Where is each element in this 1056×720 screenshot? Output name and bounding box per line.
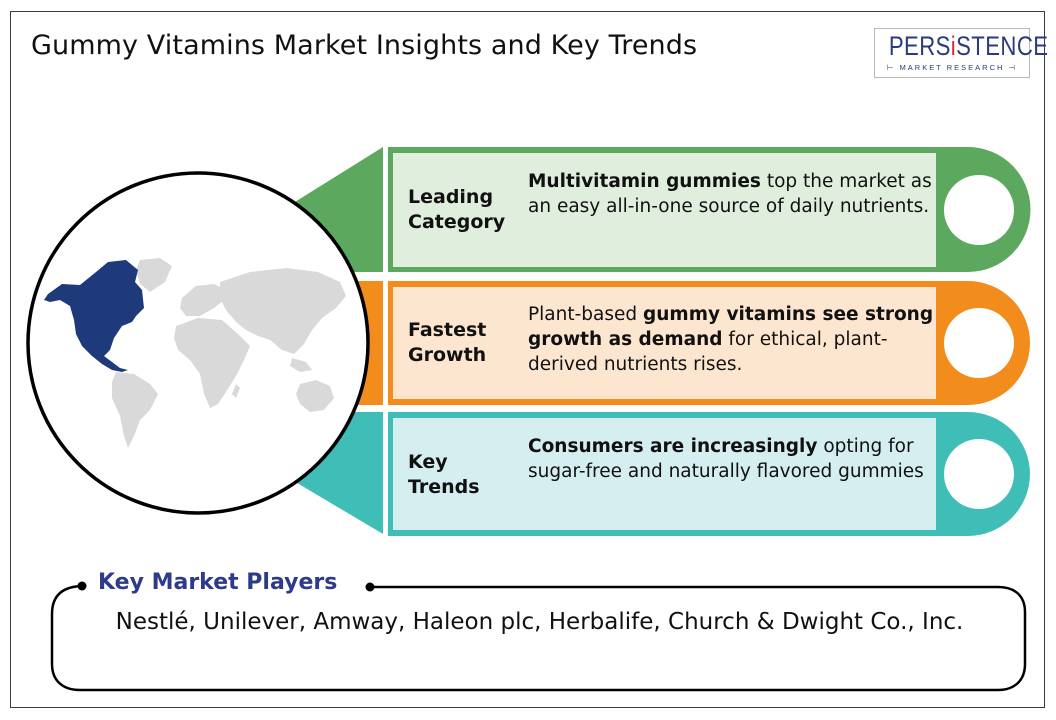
europe-shape	[180, 284, 226, 316]
persistence-logo: PERSiSTENCE ⊢ MARKET RESEARCH ⊣	[874, 28, 1049, 78]
greenland-shape	[136, 258, 172, 292]
insight-label-fastest-growth: Fastest Growth	[408, 319, 487, 366]
south-america-shape	[112, 372, 158, 448]
australia-shape	[296, 380, 334, 412]
southeast-asia-shape	[290, 358, 312, 372]
insight-text-key-trends: Consumers are increasingly opting for su…	[528, 436, 924, 482]
players-list: Nestlé, Unilever, Amway, Haleon plc, Her…	[115, 609, 964, 635]
outer-frame	[10, 11, 1045, 708]
insight-bar-leading-category	[388, 147, 1031, 272]
insight-text-leading-category: Multivitamin gummies top the market as a…	[528, 171, 932, 217]
logo-brand: PERSiSTENCE	[888, 31, 1049, 61]
africa-shape	[174, 318, 250, 408]
players-box-outline	[50, 581, 1027, 692]
page-title: Gummy Vitamins Market Insights and Key T…	[31, 30, 698, 61]
green-bullet-circle	[944, 175, 1014, 245]
teal-bullet-circle	[944, 439, 1014, 509]
players-heading: Key Market Players	[96, 570, 340, 595]
insight-bar-key-trends	[388, 412, 1030, 536]
players-heading-dot-right	[365, 582, 375, 592]
north-america-shape	[44, 260, 144, 372]
madagascar-shape	[232, 384, 240, 398]
insight-label-leading-category: Leading Category	[408, 186, 506, 233]
world-map-globe	[26, 171, 370, 515]
insight-text-fastest-growth: Plant-based gummy vitamins see strong gr…	[528, 304, 934, 375]
logo-subtitle: ⊢ MARKET RESEARCH ⊣	[886, 63, 1018, 72]
asia-shape	[220, 268, 346, 354]
insight-label-key-trends: Key Trends	[408, 451, 480, 498]
players-heading-dot-left	[77, 581, 87, 591]
orange-bullet-circle	[944, 308, 1014, 378]
insight-bar-fastest-growth	[388, 281, 1030, 405]
